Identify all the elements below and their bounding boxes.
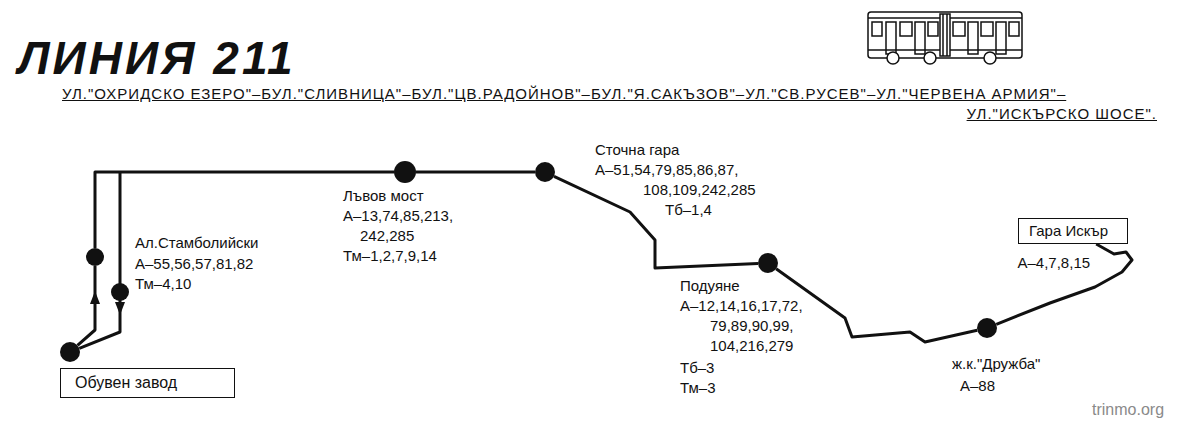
- stop-name: Сточна гара: [595, 140, 679, 160]
- route-line: [996, 244, 1132, 324]
- stop-dot: Ал.СтамболийскиА–55,56,57,81,82Тм–4,10: [86, 248, 104, 266]
- stop-name: Подуяне: [680, 276, 740, 296]
- stop-dot: Лъвов мостА–13,74,85,213, 242,285Тм–1,2,…: [394, 161, 416, 183]
- bus-lines: А–4,7,8,15: [1018, 253, 1091, 273]
- watermark: trinmo.org: [1092, 400, 1164, 420]
- stop-name: ж.к."Дружба": [952, 354, 1040, 374]
- route-streets: УЛ."ОХРИДСКО ЕЗЕРО"–БУЛ."СЛИВНИЦА"–БУЛ."…: [62, 84, 1157, 124]
- stop-dot: [111, 283, 129, 301]
- arrow-head: [115, 302, 125, 315]
- stop-dot: Обувен завод: [60, 342, 80, 362]
- bus-lines: А–55,56,57,81,82: [135, 254, 253, 274]
- articulated-bus: [868, 12, 1022, 64]
- route-line: [776, 269, 977, 342]
- terminal-name: Гара Искър: [1029, 221, 1117, 241]
- tram-lines: Тм–1,2,7,9,14: [343, 246, 437, 266]
- route-segment: [776, 269, 977, 342]
- terminal-name: Обувен завод: [60, 368, 235, 398]
- route-line: [416, 172, 535, 173]
- stop-name: Лъвов мост: [343, 186, 424, 206]
- bus-lines: А–51,54,79,85,86,87, 108,109,242,285: [595, 160, 848, 200]
- bus-lines: А–88: [960, 376, 995, 396]
- arrow-head: [90, 291, 100, 304]
- tram-lines: Тм–4,10: [135, 274, 191, 294]
- stop-dot: ж.к."Дружба"А–88: [977, 318, 997, 338]
- stop-name: Ал.Стамболийски: [135, 233, 259, 253]
- route-segment: [996, 244, 1132, 324]
- route-segment: [416, 171, 535, 174]
- terminal-box: Гара ИскърА–4,7,8,15: [1018, 218, 1128, 244]
- bus-lines: А–13,74,85,213, 242,285: [343, 206, 500, 246]
- trolley-lines: Тб–1,4: [665, 200, 712, 220]
- stop-dot: ПодуянеА–12,14,16,17,72, 79,89,90,99, 10…: [758, 253, 778, 273]
- bus-lines: А–12,14,16,17,72, 79,89,90,99, 104,216,2…: [680, 296, 860, 356]
- route-segment: [78, 266, 96, 345]
- trolley-lines: Тб–3: [680, 358, 714, 378]
- tram-lines: Тм–3: [680, 378, 716, 398]
- route-title: ЛИНИЯ 211: [18, 32, 296, 84]
- route-line: [78, 172, 126, 348]
- stop-dot: Сточна гараА–51,54,79,85,86,87, 108,109,…: [535, 162, 555, 182]
- route-segment: [79, 172, 120, 348]
